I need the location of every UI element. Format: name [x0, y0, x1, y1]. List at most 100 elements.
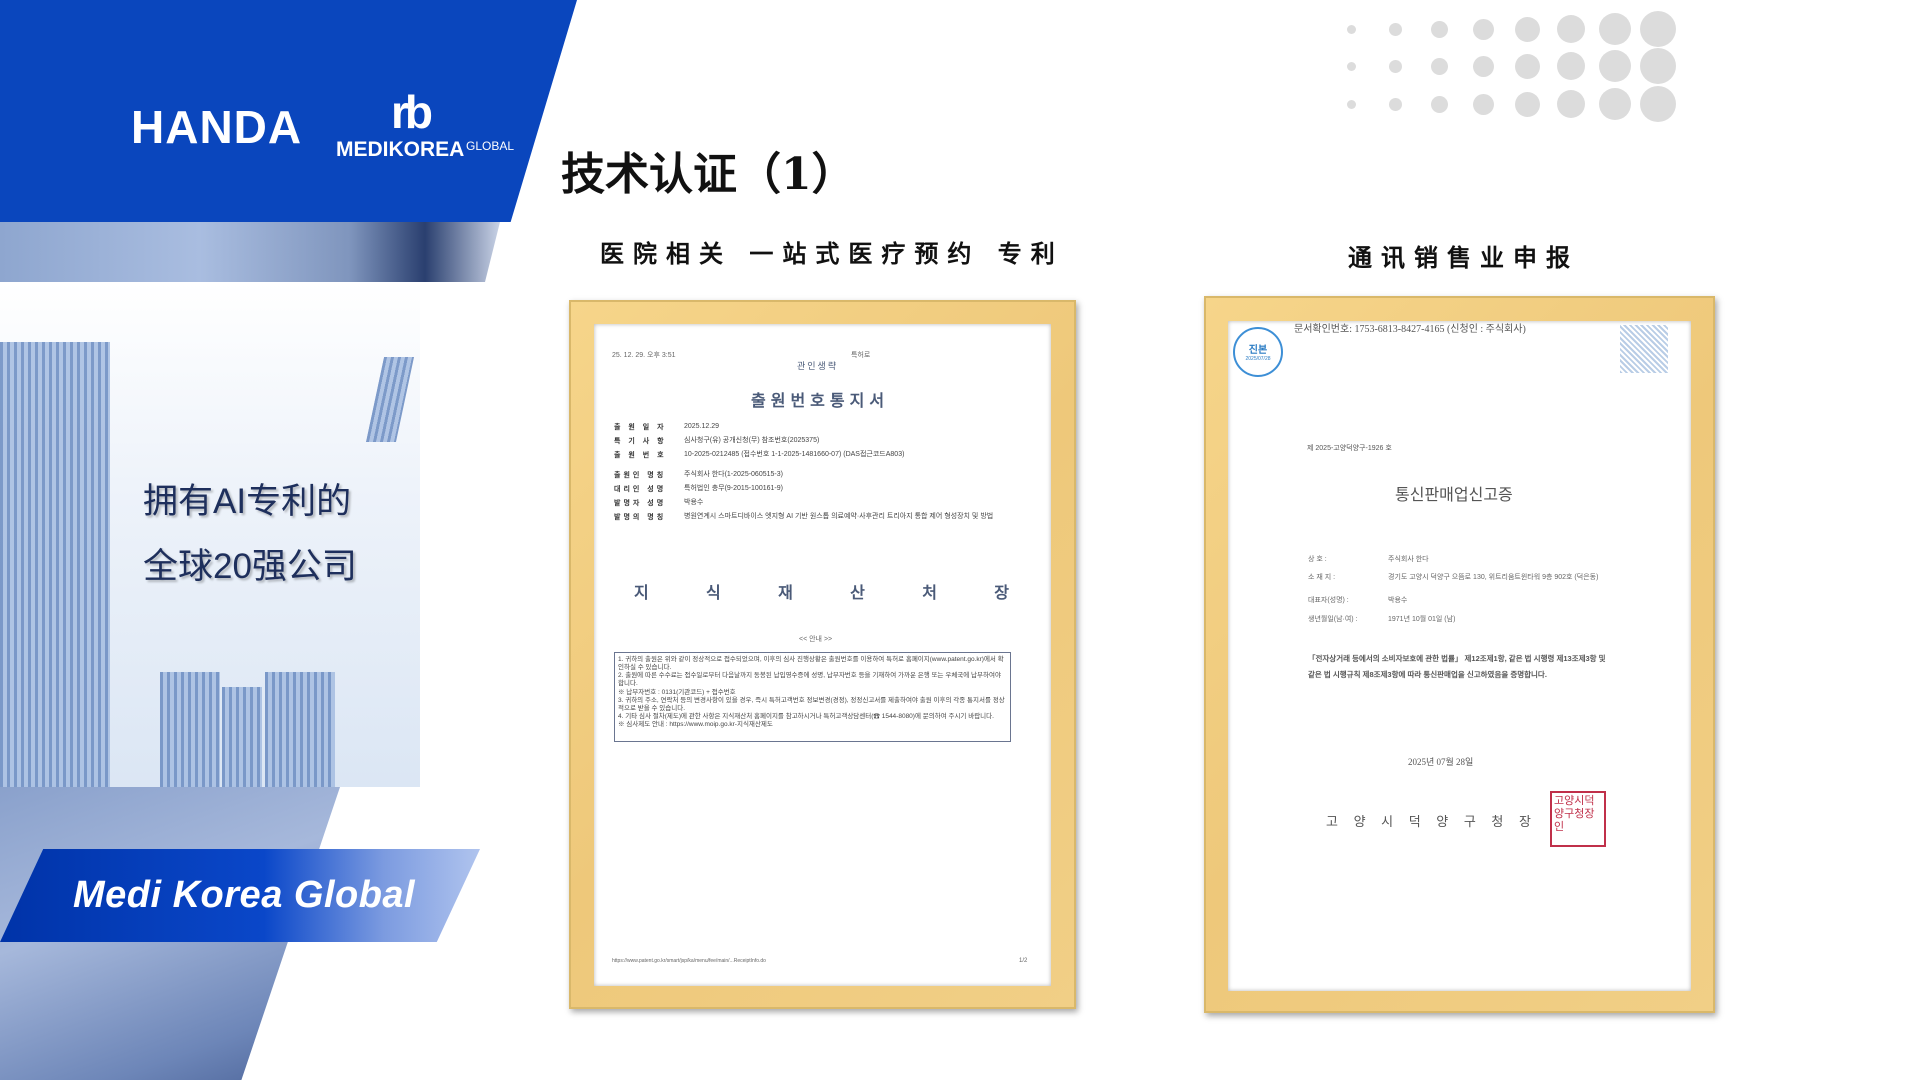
- doc-field-row: 대표자(성명) : 박용수: [1308, 595, 1618, 605]
- decorative-dot: [1388, 22, 1402, 36]
- doc-field-row: 발명의 명칭 병원연계시 스마트디바이스 엣지형 AI 기반 원스톱 의료예약·사…: [614, 512, 1014, 522]
- brand-banner: [0, 849, 480, 942]
- notice-line: 2. 출원에 따른 수수료는 접수일로부터 다음날까지 동봉된 납입영수증에 성…: [618, 672, 1001, 688]
- photo-strip: [0, 222, 500, 282]
- field-label: 소 재 지 :: [1308, 574, 1336, 581]
- tagline-line1: 拥有AI专利的: [143, 482, 352, 521]
- doc-field-row: 특 기 사 항 심사청구(유) 공개신청(무) 참조번호(2025375): [614, 436, 1014, 446]
- seal-text: 진본: [1248, 345, 1268, 356]
- official-red-seal: 고양시덕양구청장인: [1550, 791, 1606, 847]
- doc-field-row: 발명자 성명 박용수: [614, 498, 1014, 508]
- issuer-char: 식: [706, 585, 721, 602]
- caption-patent: 医院相关 一站式医疗预约 专利: [600, 239, 1064, 268]
- doc-header-right: 특허로: [851, 352, 871, 359]
- decorative-dot: [1557, 52, 1585, 80]
- field-label: 발명의 명칭: [614, 514, 667, 521]
- decorative-dot: [1430, 95, 1448, 113]
- field-value: 박용수: [684, 499, 704, 506]
- field-label: 출 원 번 호: [614, 452, 667, 459]
- decorative-dot: [1599, 13, 1631, 45]
- qr-code-icon: [1620, 325, 1668, 373]
- field-label: 출원인 명칭: [614, 472, 667, 479]
- decorative-dot: [1640, 86, 1676, 122]
- decorative-dot: [1472, 18, 1494, 40]
- brand-banner-text: Medi Korea Global: [73, 874, 416, 916]
- cityscape-image: [0, 282, 420, 787]
- issuer-char: 재: [778, 585, 793, 602]
- doc-field-row: 생년월일(남·여) : 1971년 10월 01일 (남): [1308, 614, 1618, 624]
- decorative-dot: [1430, 57, 1448, 75]
- decorative-dot: [1346, 61, 1356, 71]
- issuer-char: 처: [922, 585, 937, 602]
- decorative-dot: [1640, 48, 1676, 84]
- field-label: 발명자 성명: [614, 500, 667, 507]
- notice-line: ※ 심사제도 안내 : https://www.moip.go.kr-지식재산제…: [618, 721, 773, 728]
- decorative-dot: [1346, 99, 1356, 109]
- doc-date: 2025년 07월 28일: [1408, 757, 1474, 767]
- seal-date: 2025/07/28: [1245, 356, 1271, 362]
- notice-line: 4. 기타 심사 절차(제도)에 관한 사항은 지식재산처 홈페이지를 참고하시…: [618, 712, 994, 720]
- medikorea-logo-global: GLOBAL: [466, 139, 515, 153]
- decorative-dot: [1557, 90, 1585, 118]
- decorative-dot: [1472, 93, 1494, 115]
- ecommerce-registration-document: 문서확인번호: 1753-6813-8427-4165 (신청인 : 주식회사)…: [1228, 321, 1691, 991]
- notice-line: 1. 귀하의 출원은 위와 같이 정상적으로 접수되었으며, 이후의 심사 진행…: [618, 656, 1004, 672]
- doc-footer-url: https://www.patent.go.kr/smart/jsp/ka/me…: [612, 958, 766, 964]
- decorative-dot: [1599, 50, 1631, 82]
- page-title: 技术认证（1）: [561, 149, 856, 200]
- decorative-dot: [1472, 55, 1494, 77]
- field-value: 10-2025-0212485 (접수번호 1-1-2025-1481660-0…: [684, 451, 905, 458]
- doc-field-row: 출원인 명칭 주식회사 한다(1-2025-060515-3): [614, 470, 1014, 480]
- doc-field-row: 소 재 지 : 경기도 고양시 덕양구 으뜸로 130, 위트리움트윈타워 9층 …: [1308, 572, 1618, 582]
- issuer-char: 장: [994, 585, 1009, 602]
- field-value: 심사청구(유) 공개신청(무) 참조번호(2025375): [684, 437, 820, 444]
- authenticity-seal: 진본 2025/07/28: [1233, 327, 1283, 377]
- field-value: 주식회사 한다(1-2025-060515-3): [684, 471, 783, 478]
- doc-field-row: 출 원 일 자 2025.12.29: [614, 422, 1014, 432]
- decorative-dot: [1514, 16, 1540, 42]
- doc-title: 출원번호통지서: [751, 393, 890, 410]
- notice-box: 1. 귀하의 출원은 위와 같이 정상적으로 접수되었으며, 이후의 심사 진행…: [614, 652, 1011, 742]
- field-value: 1971년 10월 01일 (남): [1388, 616, 1456, 623]
- doc-reg-number: 제 2025-고양덕양구-1926 호: [1307, 445, 1392, 452]
- field-label: 상 호 :: [1308, 556, 1327, 563]
- doc-header-time: 25. 12. 29. 오후 3:51: [612, 352, 676, 359]
- decorative-dot: [1557, 15, 1585, 43]
- doc-stamp-note: 관인생략: [797, 361, 839, 371]
- doc-field-row: 출 원 번 호 10-2025-0212485 (접수번호 1-1-2025-14…: [614, 450, 1014, 460]
- doc-field-row: 상 호 : 주식회사 한다: [1308, 554, 1618, 564]
- doc-title-ecommerce: 통신판매업신고증: [1395, 487, 1513, 504]
- patent-notice-document: 25. 12. 29. 오후 3:51 특허로 관인생략 출원번호통지서 출 원…: [594, 324, 1051, 986]
- field-value: 경기도 고양시 덕양구 으뜸로 130, 위트리움트윈타워 9층 902호 (덕…: [1388, 574, 1599, 581]
- medikorea-logo-mark: rb: [391, 86, 433, 138]
- header-blue-panel: [0, 0, 577, 222]
- decorative-dot: [1514, 91, 1540, 117]
- issuer-char: 산: [850, 585, 865, 602]
- doc-issuer: 고 양 시 덕 양 구 청 장: [1326, 814, 1537, 829]
- field-label: 생년월일(남·여) :: [1308, 616, 1358, 623]
- decorative-dot: [1388, 97, 1402, 111]
- field-label: 대표자(성명) :: [1308, 597, 1349, 604]
- field-label: 특 기 사 항: [614, 438, 667, 445]
- medikorea-logo-name: MEDIKOREA: [336, 138, 465, 161]
- field-value: 2025.12.29: [684, 423, 720, 430]
- doc-footer-page: 1/2: [1019, 958, 1028, 964]
- field-label: 출 원 일 자: [614, 424, 667, 431]
- decorative-dot: [1430, 20, 1448, 38]
- field-value: 병원연계시 스마트디바이스 엣지형 AI 기반 원스톱 의료예약·사후관리 트리…: [684, 513, 994, 520]
- caption-ecommerce: 通讯销售业申报: [1348, 243, 1579, 272]
- notice-heading: << 안내 >>: [799, 636, 833, 643]
- decorative-dot: [1346, 24, 1356, 34]
- issuer-char: 지: [634, 585, 649, 602]
- decorative-dot: [1388, 59, 1402, 73]
- field-value: 주식회사 한다: [1388, 556, 1429, 563]
- tagline-line2: 全球20强公司: [143, 547, 357, 586]
- field-value: 박용수: [1388, 597, 1408, 604]
- handa-logo: HANDA: [131, 101, 303, 153]
- decorative-dot: [1599, 88, 1631, 120]
- doc-check-number: 문서확인번호: 1753-6813-8427-4165 (신청인 : 주식회사): [1294, 324, 1526, 335]
- field-value: 특허법인 충무(9-2015-100161-9): [684, 485, 783, 492]
- decorative-dot: [1640, 11, 1676, 47]
- notice-line: ※ 납부자번호 : 0131(기관코드) + 접수번호: [618, 688, 736, 696]
